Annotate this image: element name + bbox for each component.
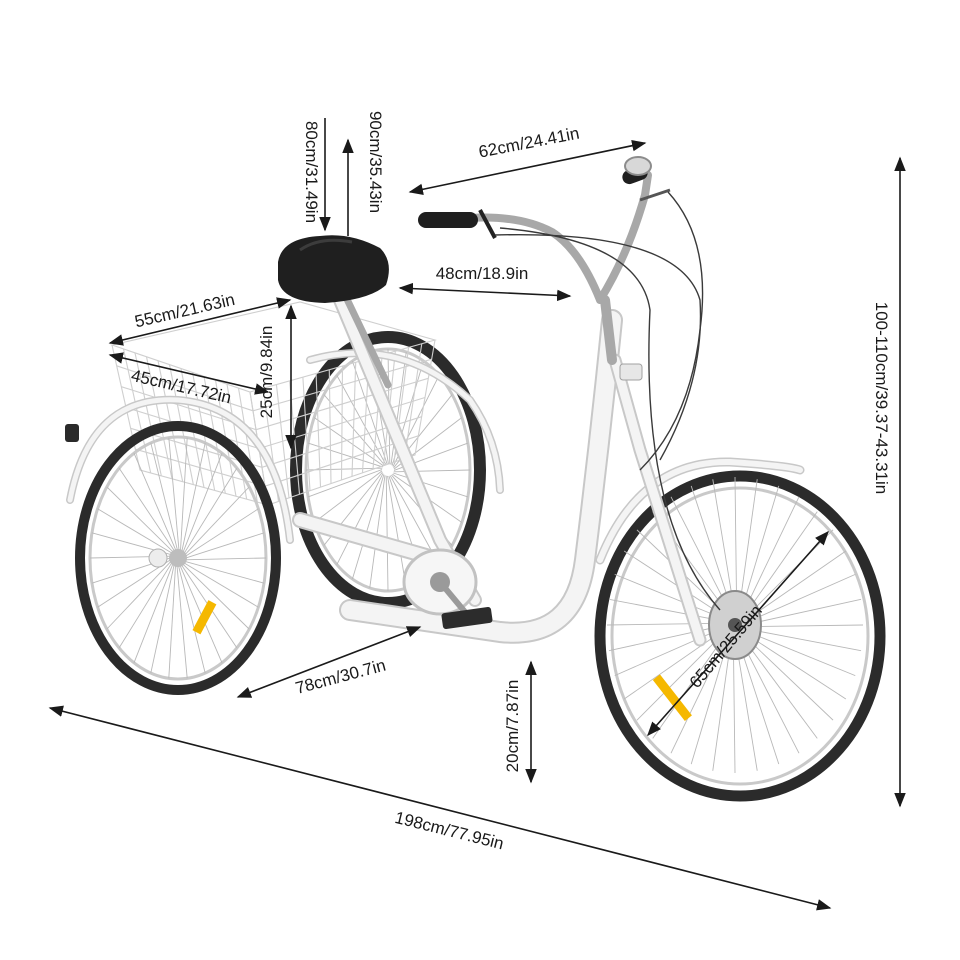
dim-seat-to-handlebar: 48cm/18.9in [398,264,572,302]
wheel-spoke [133,561,175,663]
seat-height-min-label: 80cm/31.49in [302,121,321,223]
dim-overall-height: 100-110cm/39.37-43.31in [872,156,906,808]
wheel-spoke [385,475,389,592]
rear-track-label: 78cm/30.7in [293,656,387,698]
wheel-spoke [178,563,223,663]
wheel-spoke [168,437,180,553]
dim-seat-height-min: 80cm/31.49in [302,118,331,232]
wheel-spoke [168,563,177,679]
saddle [278,235,389,303]
tail-light-icon [65,424,79,442]
bell-icon [624,156,652,176]
wheel-spoke [182,467,238,556]
rear-light-icon [148,548,168,568]
wheel-spoke [177,563,206,674]
wheel-spoke [150,442,179,553]
basket-height-label: 25cm/9.84in [257,326,276,419]
wheel-spoke [307,442,383,468]
wheel-spoke [351,474,385,580]
basket-wire [252,358,432,412]
wheel-spoke [106,559,173,630]
overall-length-label: 198cm/77.95in [393,808,506,853]
wheel-spoke [305,467,383,471]
dim-ground-clearance: 20cm/7.87in [503,660,537,784]
dim-basket-height: 25cm/9.84in [257,304,297,450]
wheel-spoke [133,453,178,553]
wheel-spoke [393,472,469,498]
wheel-spoke [150,562,175,674]
wheel-spoke [183,557,267,561]
wheel-spoke [181,562,250,630]
wheel-spoke [183,560,265,584]
rear-left-wheel [75,421,281,695]
seat-height-max-label: 90cm/35.43in [366,111,385,213]
seat-to-handlebar-label: 48cm/18.9in [436,264,529,283]
wheel-spoke [183,508,259,558]
wheel-spoke [183,532,265,559]
pedal-icon [441,606,493,630]
wheel-spoke [313,470,383,523]
wheel-spoke [118,467,176,553]
basket-wire [255,377,429,431]
wheel-spoke [351,360,388,465]
wheel-spoke [183,486,250,557]
tricycle-illustration [65,156,886,802]
wheel-spoke [336,473,384,565]
wheel-spoke [118,560,174,649]
wheel-spoke [179,437,188,553]
wheel-spoke [181,442,206,554]
wheel-spoke [182,561,259,608]
handlebar-width-label: 62cm/24.41in [477,124,581,162]
ground-clearance-label: 20cm/7.87in [503,680,522,773]
wheel-spoke [176,563,188,679]
dim-handlebar-width: 62cm/24.41in [408,124,647,195]
dim-seat-height-max: 90cm/35.43in [342,111,385,236]
wheel-spoke [97,508,174,555]
left-grip [418,212,478,228]
dim-overall-length: 198cm/77.95in [48,705,832,911]
headlight-bracket [619,363,643,381]
wheel-spoke [313,417,384,467]
overall-height-label: 100-110cm/39.37-43.31in [872,302,891,495]
wheel-spoke [369,475,386,589]
rear-reflector [192,600,217,635]
wheel-spoke [106,486,175,554]
dimension-annotations: 80cm/31.49in 90cm/35.43in 62cm/24.41in 4… [48,111,906,911]
dim-rear-track: 78cm/30.7in [236,626,422,698]
wheel-spoke [387,475,407,589]
wheel-spoke [307,469,383,498]
wheel-spoke [181,453,223,555]
